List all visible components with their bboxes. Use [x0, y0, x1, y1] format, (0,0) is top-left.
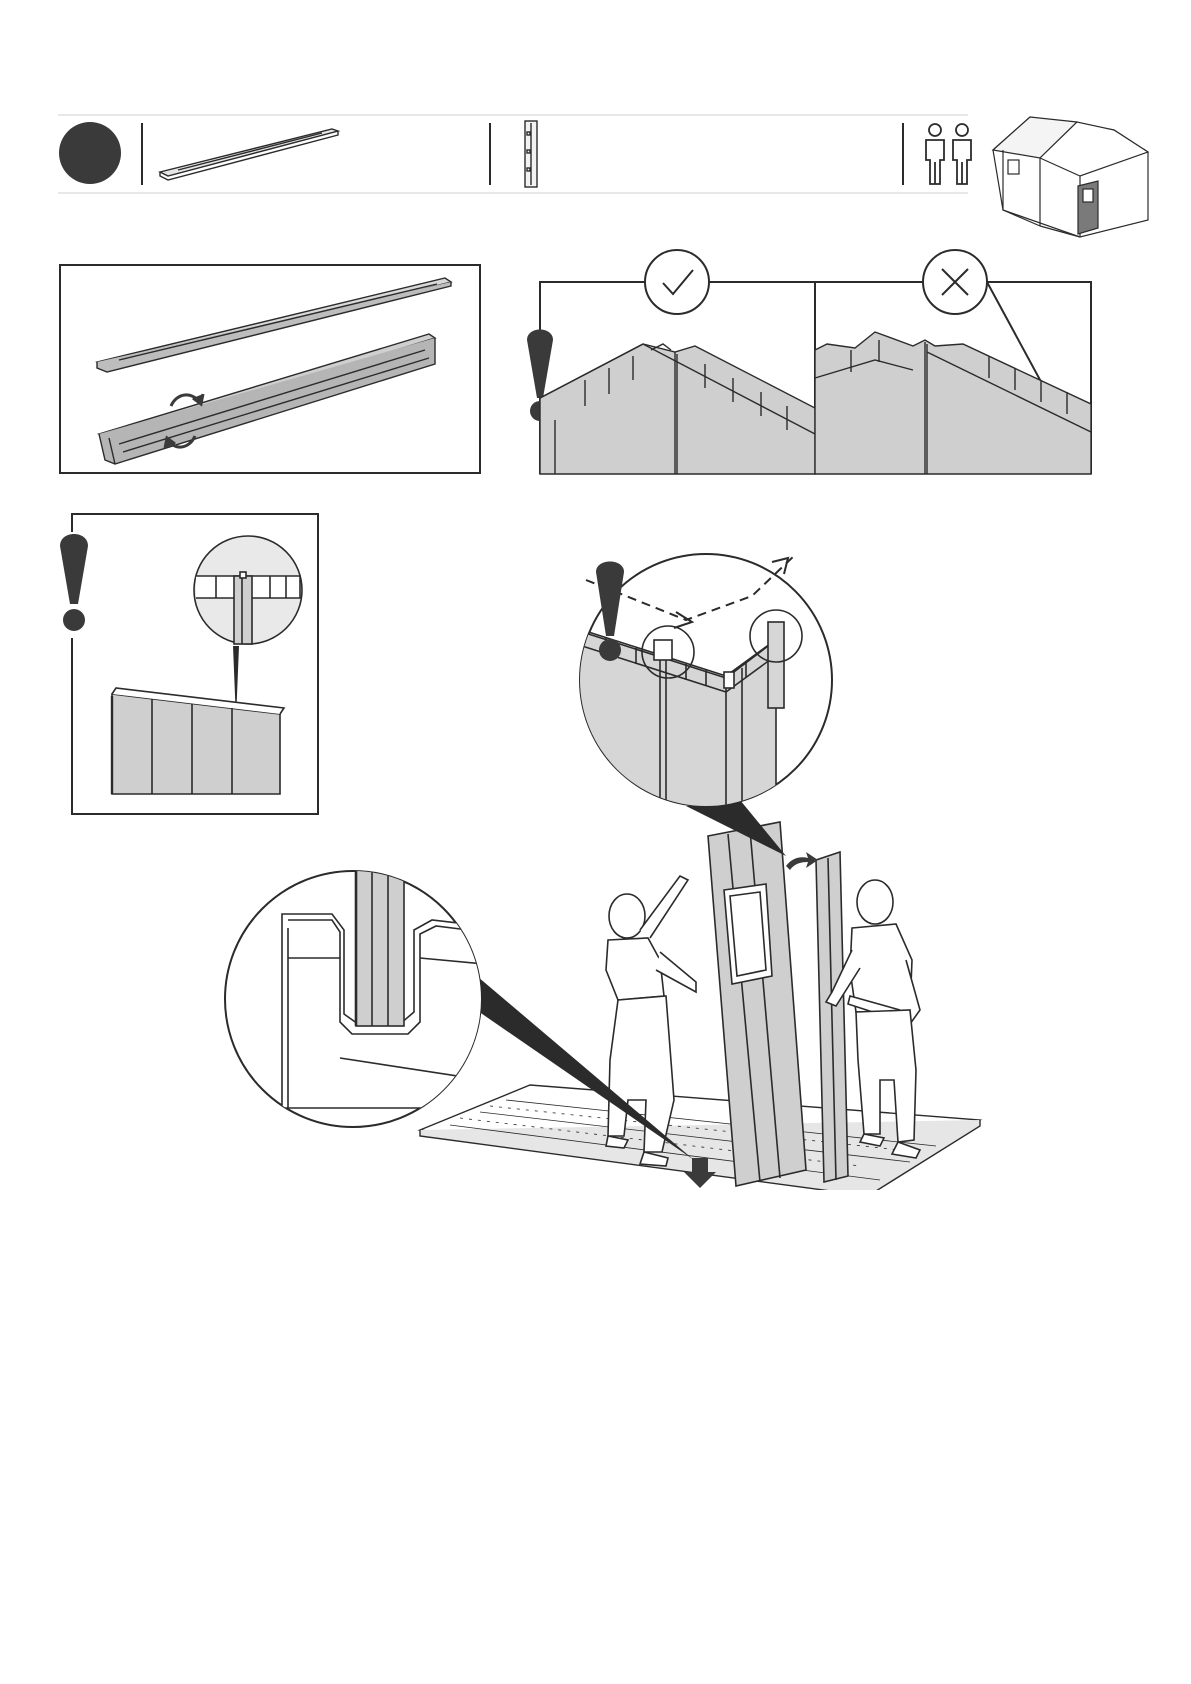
exclamation-icon: [60, 534, 88, 631]
wrong-joint-illustration: [815, 332, 1091, 474]
corner-detail-magnifier: [576, 540, 836, 810]
shed-overview-icon: [993, 117, 1148, 237]
check-circle-icon: [645, 250, 709, 314]
long-roof-profile-part-icon: [160, 129, 338, 180]
narrow-vertical-connector-part-icon: [525, 121, 537, 187]
cross-circle-icon: [923, 250, 987, 314]
header-strip: [0, 0, 1191, 240]
base-detail-magnifier: [222, 868, 484, 1130]
correct-vs-wrong-panel: [515, 248, 1097, 478]
step-marker: [59, 122, 121, 184]
correct-joint-illustration: [540, 344, 815, 474]
rotate-profile-panel: [59, 264, 481, 474]
two-persons-icon: [926, 124, 971, 184]
